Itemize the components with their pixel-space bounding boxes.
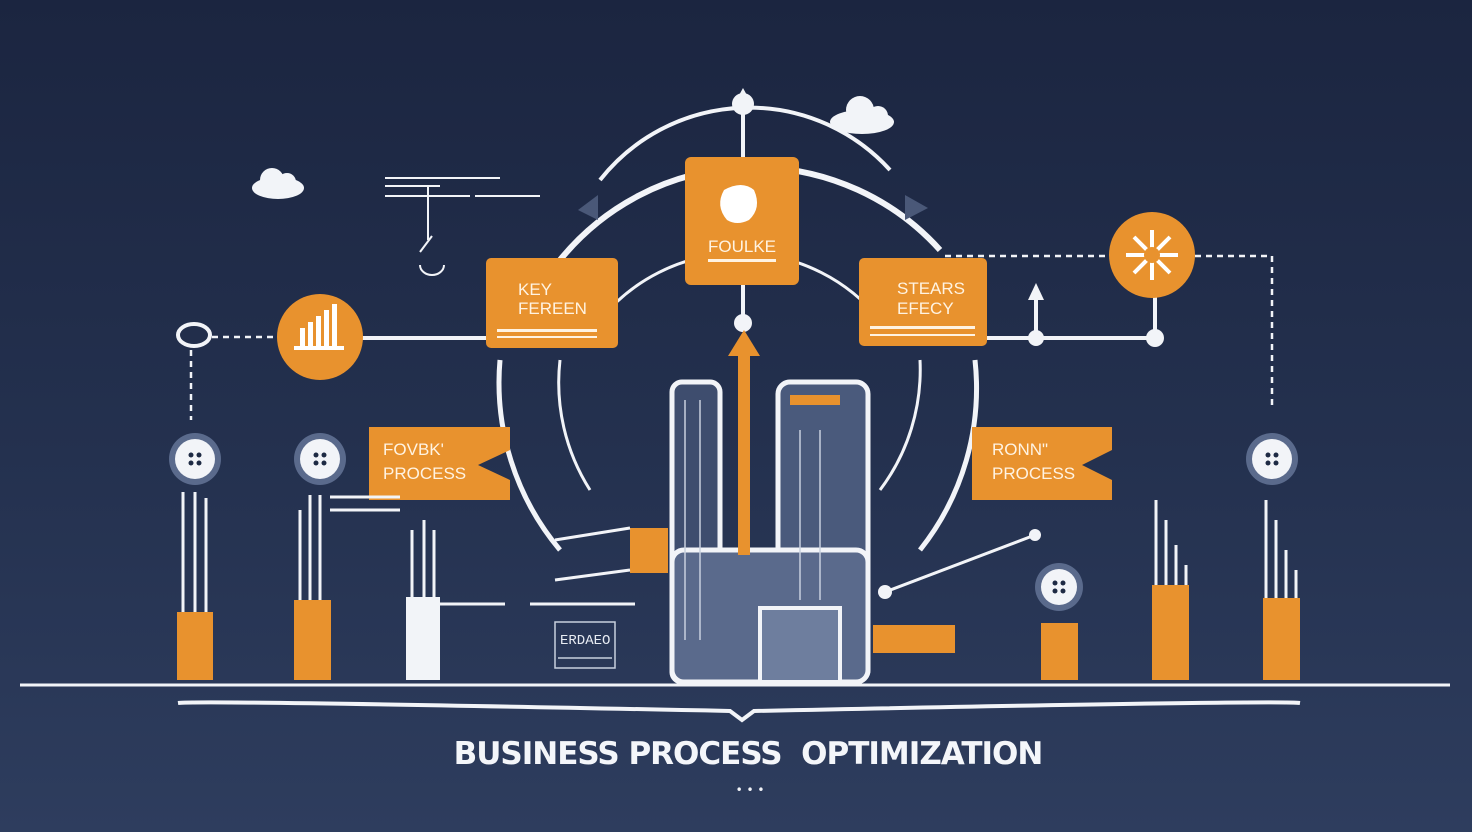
card-right-label-2: EFECY	[897, 299, 954, 318]
small-panel-label: ERDAEO	[560, 633, 610, 649]
title-bracket	[177, 700, 1301, 723]
title-dots: • • •	[736, 783, 765, 797]
node	[1146, 329, 1164, 347]
card-top-label: FOULKE	[708, 237, 776, 256]
card-left-label-1: KEY	[518, 280, 552, 299]
small-panel: ERDAEO	[554, 621, 616, 669]
inner-arc-right	[878, 359, 922, 491]
fist-icon	[720, 185, 758, 223]
top-node	[732, 93, 754, 115]
central-device	[669, 330, 871, 685]
card-left-label-2: FEREEN	[518, 299, 587, 318]
dots-icon	[169, 433, 221, 485]
cloud-icon	[830, 96, 894, 134]
cloud-icon	[252, 168, 304, 199]
star-circle-icon	[1109, 212, 1195, 298]
card-right: STEARS EFECY	[859, 258, 987, 346]
vertical-lines	[181, 492, 1298, 612]
node	[734, 314, 752, 332]
chart-circle-icon	[277, 294, 363, 380]
growth-arrow-head	[728, 330, 760, 356]
tag-right-label-1: RONN"	[992, 440, 1048, 459]
outer-arc-right	[918, 359, 980, 552]
arc-arrows	[578, 195, 928, 220]
white-stack	[406, 597, 440, 680]
dots-icon	[1035, 563, 1083, 611]
node	[1028, 330, 1044, 346]
node	[1029, 529, 1041, 541]
page-title: BUSINESS PROCESS OPTIMIZATION	[454, 736, 1043, 772]
tag-left: FOVBK' PROCESS	[369, 427, 510, 500]
card-right-label-1: STEARS	[897, 279, 965, 298]
arrow-icon	[905, 195, 928, 220]
tag-left-label-2: PROCESS	[383, 464, 466, 483]
arrow-icon	[578, 195, 598, 220]
dots-icon	[294, 433, 346, 485]
inner-arc-left	[557, 359, 592, 491]
card-top: FOULKE	[685, 157, 799, 285]
up-arrow-icon	[1028, 283, 1044, 300]
tag-left-label-1: FOVBK'	[383, 440, 444, 459]
outer-arc-left	[496, 359, 562, 552]
dashed-lines	[189, 254, 1274, 420]
node	[878, 585, 892, 599]
cycle-arcs	[496, 105, 980, 552]
tag-right-label-2: PROCESS	[992, 464, 1075, 483]
dots-icon	[1246, 433, 1298, 485]
sketch-icon	[385, 177, 540, 276]
start-node	[176, 322, 212, 348]
growth-arrow	[738, 340, 750, 555]
tag-right: RONN" PROCESS	[972, 427, 1112, 500]
card-left: KEY FEREEN	[486, 258, 618, 348]
node-buttons	[169, 433, 1298, 611]
bar-stacks	[177, 528, 1300, 680]
